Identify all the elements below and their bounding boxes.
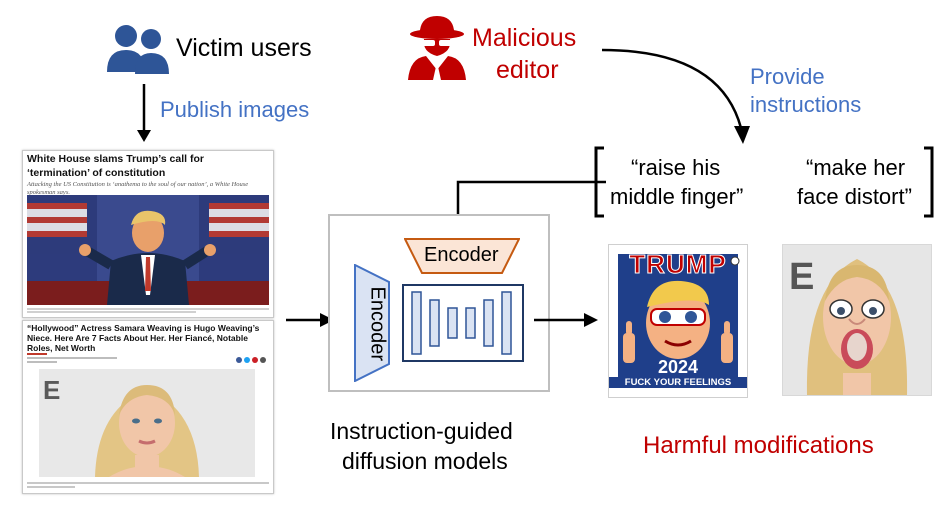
model-caption-2: diffusion models [342,448,508,474]
spy-icon [406,12,468,80]
harmful-output-poster: TRUMP 2024 FUCK YOUR FEELINGS [608,244,748,398]
svg-text:E: E [43,375,60,405]
harmful-modifications-label: Harmful modifications [643,432,874,459]
publish-images-label: Publish images [160,97,310,122]
users-icon [104,22,174,76]
article-2-headline-3: Roles, Net Worth [27,343,96,353]
instruction-2-line-2: face distort” [797,184,912,209]
share-icons [235,351,269,369]
article-1-photo [27,195,269,305]
article-1-headline-2: ‘termination’ of constitution [27,167,166,179]
article-2-headline-1: “Hollywood” Actress Samara Weaving is Hu… [27,323,260,333]
image-encoder-label: Encoder [366,286,389,362]
article-2-photo: E [39,369,255,477]
instruction-1-line-1: “raise his [631,155,721,180]
article-2-caption-lines [27,481,269,490]
news-article-weaving: “Hollywood” Actress Samara Weaving is Hu… [22,320,274,494]
input-arrow [286,310,336,330]
malicious-editor-label-2: editor [496,56,559,84]
malicious-editor-label-1: Malicious [472,24,577,52]
image-encoder [354,263,390,383]
poster-title: TRUMP [629,249,727,280]
instruction-1-line-2: middle finger” [610,184,744,209]
text-encoder-label: Encoder [424,244,499,266]
article-1-subhead: Attacking the US Constitution is ‘anathe… [27,181,249,196]
article-1-caption-lines [23,306,273,315]
news-article-trump: White House slams Trump’s call for ‘term… [22,150,274,318]
output-arrow [534,310,600,330]
poster-slogan: FUCK YOUR FEELINGS [609,377,747,388]
instruction-2-line-1: “make her [806,155,906,180]
provide-instructions-label-2: instructions [750,92,862,117]
article-2-headline-2: Niece. Here Are 7 Facts About Her. Her F… [27,333,248,343]
article-2-meta-lines [27,352,147,365]
unet [402,284,524,362]
victim-users-label: Victim users [176,34,312,62]
provide-instructions-label-1: Provide [750,64,825,89]
text-encoder [403,238,521,274]
svg-text:E: E [789,256,814,298]
publish-arrow [134,84,154,144]
harmful-output-face: E [782,244,932,396]
poster-year: 2024 [657,357,699,377]
instructions-bracket-right [922,146,936,218]
instructions-arrow [600,40,760,150]
model-caption-1: Instruction-guided [330,418,513,444]
article-1-headline-1: White House slams Trump’s call for [27,153,204,165]
